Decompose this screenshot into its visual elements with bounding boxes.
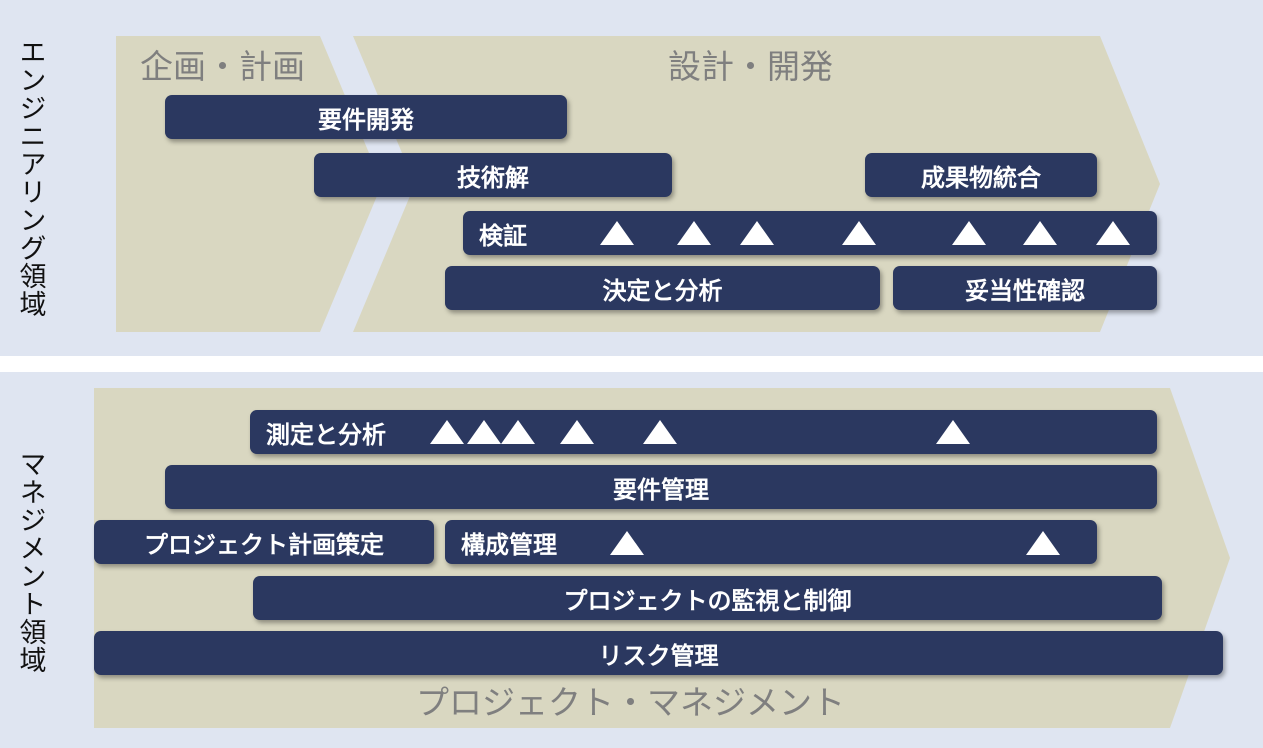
management-area-label: マネジメント領域 xyxy=(14,450,46,674)
bar-verification: 検証 xyxy=(463,211,1157,255)
milestone-marker-icon xyxy=(643,420,677,444)
bar-validation: 妥当性確認 xyxy=(893,266,1157,310)
bar-risk-management: リスク管理 xyxy=(94,631,1223,675)
milestone-marker-icon xyxy=(501,420,535,444)
bar-requirements-management: 要件管理 xyxy=(165,465,1157,509)
bar-technical-solution: 技術解 xyxy=(314,153,672,197)
milestone-marker-icon xyxy=(842,221,876,245)
milestone-marker-icon xyxy=(610,531,644,555)
milestone-marker-icon xyxy=(1026,531,1060,555)
phase-project-management-label: プロジェクト・マネジメント xyxy=(416,683,845,722)
engineering-panel: エンジニアリング領域 企画・計画 設計・開発 要件開発 技術解 成果物統合 検証… xyxy=(0,0,1263,356)
milestone-marker-icon xyxy=(952,221,986,245)
milestone-marker-icon xyxy=(430,420,464,444)
bar-project-monitoring-control: プロジェクトの監視と制御 xyxy=(253,576,1162,620)
bar-requirements-development: 要件開発 xyxy=(165,95,567,139)
phase-planning-label: 企画・計画 xyxy=(140,47,305,86)
bar-configuration-management: 構成管理 xyxy=(445,520,1097,564)
milestone-marker-icon xyxy=(600,221,634,245)
milestone-marker-icon xyxy=(467,420,501,444)
management-panel: マネジメント領域 プロジェクト・マネジメント 測定と分析 要件管理 プロジェクト… xyxy=(0,372,1263,748)
bar-measurement-analysis: 測定と分析 xyxy=(250,410,1157,454)
milestone-marker-icon xyxy=(1023,221,1057,245)
milestone-marker-icon xyxy=(677,221,711,245)
phase-design-label: 設計・開発 xyxy=(668,47,833,86)
milestone-marker-icon xyxy=(560,420,594,444)
bar-product-integration: 成果物統合 xyxy=(865,153,1097,197)
bar-decision-analysis: 決定と分析 xyxy=(445,266,880,310)
bar-project-planning: プロジェクト計画策定 xyxy=(94,520,434,564)
engineering-area-label: エンジニアリング領域 xyxy=(14,38,46,318)
milestone-marker-icon xyxy=(740,221,774,245)
milestone-marker-icon xyxy=(936,420,970,444)
milestone-marker-icon xyxy=(1096,221,1130,245)
